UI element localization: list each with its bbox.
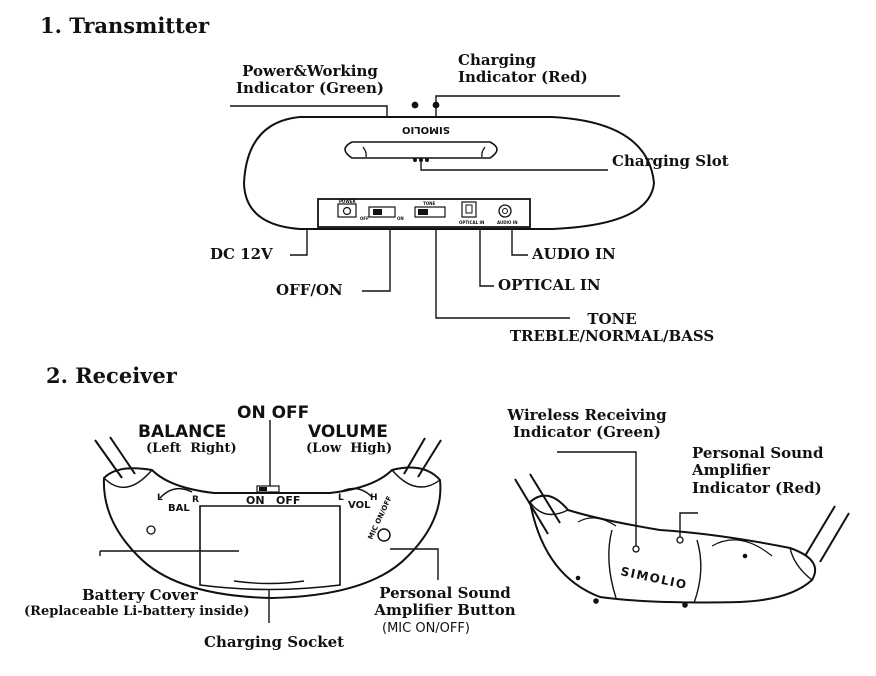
device-l-text: L xyxy=(157,493,163,503)
volume-label: VOLUME xyxy=(308,422,388,442)
optical-port xyxy=(461,201,477,218)
tone-switch xyxy=(414,206,446,218)
dc-jack xyxy=(337,203,357,218)
offon-label: OFF/ON xyxy=(276,281,343,299)
receiver-onoff-switch xyxy=(256,485,280,493)
tone-label: TONE TREBLE/NORMAL/BASS xyxy=(490,310,734,346)
device-vol-text: VOL xyxy=(348,500,371,511)
panel-on-text: ON xyxy=(397,216,404,221)
dc-label: DC 12V xyxy=(210,245,273,263)
wireless-line1: Wireless Receiving xyxy=(507,406,667,424)
device-off-text: OFF xyxy=(276,494,300,507)
psa-indicator-label: Personal Sound Amplifier Indicator (Red) xyxy=(692,444,824,497)
mic-button-shape xyxy=(377,528,391,542)
psa-button-line2: Amplifier Button xyxy=(374,601,516,620)
panel-audio-text: AUDIO IN xyxy=(497,220,518,225)
psa-button-sub-label: (MIC ON/OFF) xyxy=(382,621,470,636)
receiver-side-device xyxy=(514,451,850,608)
battery-cover-shape xyxy=(199,505,341,591)
panel-tone-text: TONE xyxy=(423,201,435,206)
battery-sub-label: (Replaceable Li-battery inside) xyxy=(24,604,250,619)
power-indicator-dot xyxy=(411,101,419,109)
audio-in-label: AUDIO IN xyxy=(532,245,616,263)
receiver-front-device xyxy=(94,420,442,623)
power-label-line2: Indicator (Green) xyxy=(236,79,384,98)
on-off-label: ON OFF xyxy=(237,403,310,423)
device-hi-text: H xyxy=(370,493,378,503)
psa-button-label: Personal Sound Amplifier Button xyxy=(362,584,528,620)
tone-label-line1: TONE xyxy=(587,310,637,328)
balance-sub-label: (Left Right) xyxy=(146,441,237,456)
psa-ind-line2: Amplifier xyxy=(692,461,770,480)
optical-in-label: OPTICAL IN xyxy=(498,276,601,294)
device-lo-text: L xyxy=(338,493,344,503)
device-r-text: R xyxy=(192,495,199,505)
power-label-line1: Power&Working xyxy=(242,62,378,80)
tone-label-line2: TREBLE/NORMAL/BASS xyxy=(509,327,715,346)
charging-slot-shape xyxy=(344,141,498,159)
volume-sub-label: (Low High) xyxy=(306,441,393,456)
transmitter-device xyxy=(230,95,656,319)
psa-ind-line3: Indicator (Red) xyxy=(692,478,822,497)
offon-switch xyxy=(368,206,396,218)
panel-off-text: OFF xyxy=(360,216,369,221)
psa-ind-line1: Personal Sound xyxy=(692,444,824,462)
side-brand-text: SIMOLIO xyxy=(619,564,688,592)
panel-power-text: POWER xyxy=(339,199,356,204)
charging-socket-shape xyxy=(233,580,305,585)
wireless-indicator-label: Wireless Receiving Indicator (Green) xyxy=(502,406,672,442)
charging-socket-label: Charging Socket xyxy=(204,633,345,651)
transmitter-front-panel xyxy=(317,198,531,228)
device-on-text: ON xyxy=(246,494,265,507)
battery-cover-label: Battery Cover xyxy=(82,586,198,604)
receiver-section-title: 2. Receiver xyxy=(46,363,177,388)
charging-indicator-label: Charging Indicator (Red) xyxy=(458,51,603,87)
wireless-line2: Indicator (Green) xyxy=(513,423,661,442)
charging-label-line2: Indicator (Red) xyxy=(458,68,588,87)
panel-optical-text: OPTICAL IN xyxy=(459,220,484,225)
device-bal-text: BAL xyxy=(168,503,190,514)
charging-slot-label: Charging Slot xyxy=(612,152,729,170)
transmitter-section-title: 1. Transmitter xyxy=(40,13,210,38)
charging-label-line1: Charging xyxy=(458,51,537,69)
balance-label: BALANCE xyxy=(138,422,227,442)
power-indicator-label: Power&Working Indicator (Green) xyxy=(230,62,390,98)
psa-button-line1: Personal Sound xyxy=(379,584,511,602)
audio-jack xyxy=(498,204,512,218)
transmitter-brand-text: SIMOLIO xyxy=(402,124,450,135)
